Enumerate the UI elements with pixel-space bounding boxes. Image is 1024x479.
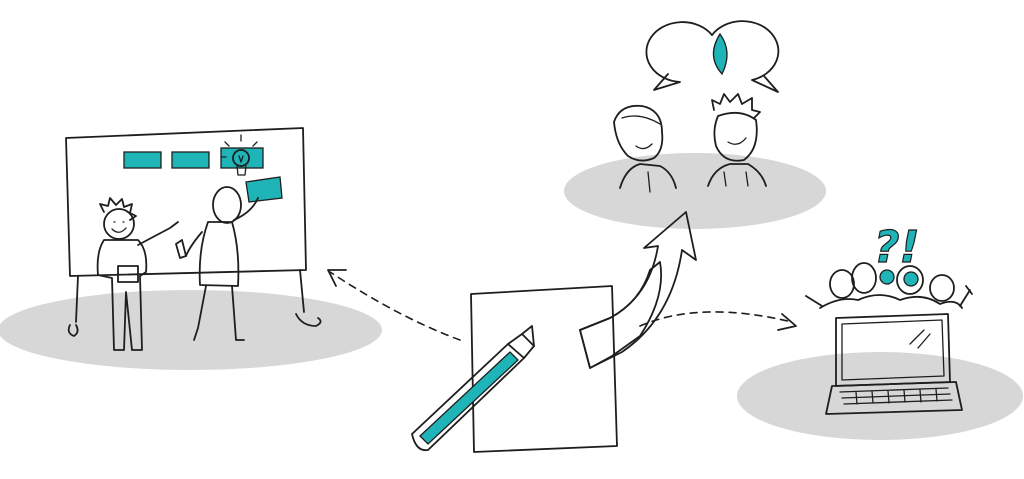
paper-sheet-icon: [470, 261, 662, 453]
lightbulb-icon: [220, 134, 258, 176]
person-icon: [805, 262, 973, 309]
person-icon: [96, 186, 259, 351]
whiteboard-shadow: [0, 290, 382, 370]
pencil-icon: [175, 239, 187, 259]
remote-meeting-scene: ?!: [805, 221, 973, 415]
whiteboard-scene: [65, 127, 322, 351]
dashed-arrow-to-whiteboard: [327, 269, 461, 341]
conversation-scene: [613, 20, 780, 193]
person-icon: [613, 93, 767, 193]
sticky-note-icon: [123, 147, 283, 203]
dashed-arrow-to-laptop: [639, 311, 797, 331]
whiteboard-icon: [65, 127, 322, 337]
laptop-icon: [825, 313, 963, 415]
pen-icon: [411, 325, 535, 452]
question-exclamation-icon: ?!: [873, 221, 920, 287]
conversation-shadow: [564, 153, 826, 229]
speech-bubble-icon: [645, 20, 780, 93]
sign-text: ?!: [874, 222, 920, 273]
curved-arrow-icon: [579, 211, 697, 369]
paper-and-pen-scene: [411, 211, 697, 453]
